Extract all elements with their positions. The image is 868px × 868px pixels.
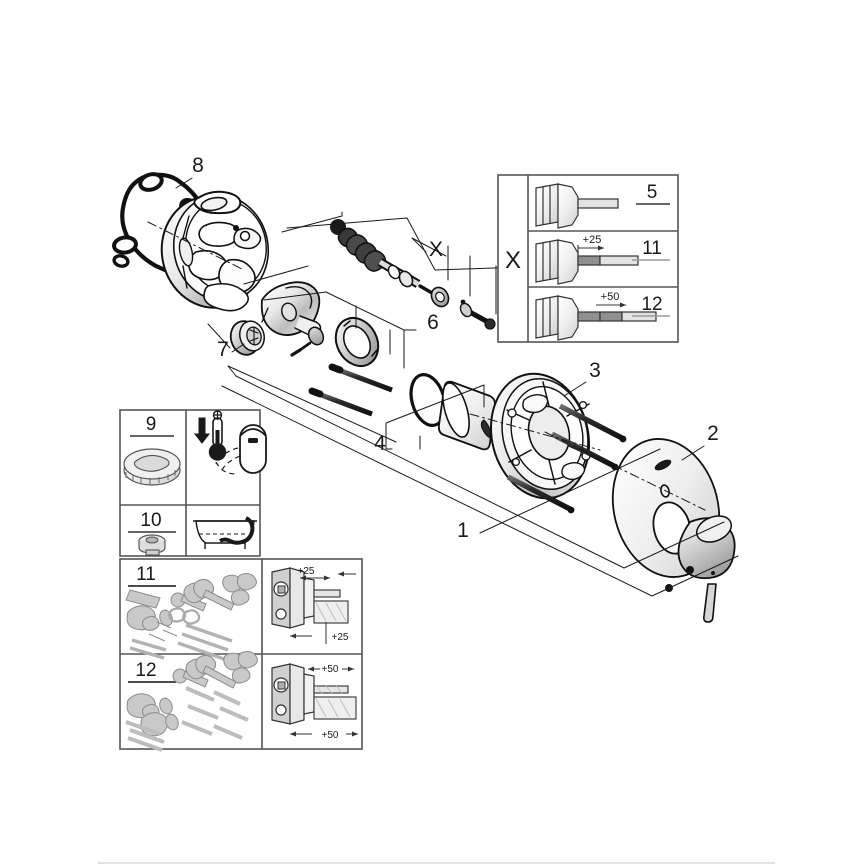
inset-number-12: 12 bbox=[641, 294, 662, 315]
callout-2: 2 bbox=[707, 422, 719, 445]
callout-1: 1 bbox=[457, 519, 469, 542]
part-cartridge-block bbox=[260, 281, 322, 337]
inset-offset-11: +25 bbox=[583, 234, 602, 246]
icon-diverter-cartridge bbox=[138, 534, 166, 556]
callout-8: 8 bbox=[192, 154, 204, 177]
inset-number-11-kit: 11 bbox=[136, 564, 156, 585]
part-6-retaining-ring bbox=[334, 317, 380, 367]
pictogram-bathtub bbox=[193, 516, 257, 549]
section-view-plus50: +50 +50 bbox=[271, 663, 358, 741]
inset-number-12-kit: 12 bbox=[135, 660, 156, 681]
callout-X: X bbox=[429, 238, 443, 261]
icon-extension-kit-11 bbox=[125, 573, 257, 661]
part-7-bushing bbox=[229, 320, 266, 356]
dim-plus25-top: +25 bbox=[298, 566, 315, 577]
icon-temperature-limiter bbox=[123, 448, 181, 486]
inset-item-9: 9 bbox=[123, 414, 181, 486]
pictogram-thermometer-handle bbox=[193, 410, 267, 475]
callout-labels: 8 7 X 6 4 3 2 1 bbox=[192, 154, 719, 542]
main-exploded-assembly bbox=[112, 172, 739, 623]
part-valve-body bbox=[160, 190, 270, 312]
inset-top-right: X 5 +25 bbox=[497, 174, 679, 343]
part-spindle-extension bbox=[330, 219, 496, 330]
section-view-plus25: +25 +25 bbox=[271, 566, 356, 644]
inset-row-5: 5 bbox=[535, 182, 670, 229]
leader-lines bbox=[147, 177, 739, 597]
icon-extension-kit-12 bbox=[125, 651, 258, 752]
inset-item-10: 10 bbox=[128, 510, 176, 556]
inset-row-11: +25 11 bbox=[535, 234, 670, 285]
inset-number-11: 11 bbox=[642, 238, 662, 259]
inset-number-10: 10 bbox=[140, 510, 161, 531]
inset-number-5: 5 bbox=[647, 182, 658, 203]
callout-7: 7 bbox=[217, 338, 229, 361]
part-6-screws bbox=[308, 363, 393, 417]
dim-plus50-bottom: +50 bbox=[322, 730, 339, 741]
part-small-nut-screw bbox=[290, 326, 325, 357]
inset-row-12: +50 12 bbox=[535, 291, 670, 341]
inset-number-9: 9 bbox=[146, 414, 157, 435]
inset-x-label: X bbox=[505, 247, 521, 274]
dim-plus25-bottom: +25 bbox=[332, 632, 349, 643]
inset-item-12: 12 bbox=[125, 651, 358, 752]
inset-bottom-left-9-10: 9 bbox=[119, 409, 267, 557]
inset-bottom-left-11-12: 11 bbox=[119, 558, 363, 752]
inset-item-11: 11 bbox=[125, 564, 356, 661]
dim-plus50-top: +50 bbox=[322, 664, 339, 675]
callout-3: 3 bbox=[589, 359, 601, 382]
callout-6: 6 bbox=[427, 311, 439, 334]
callout-4: 4 bbox=[374, 432, 386, 455]
inset-offset-12: +50 bbox=[601, 291, 620, 303]
